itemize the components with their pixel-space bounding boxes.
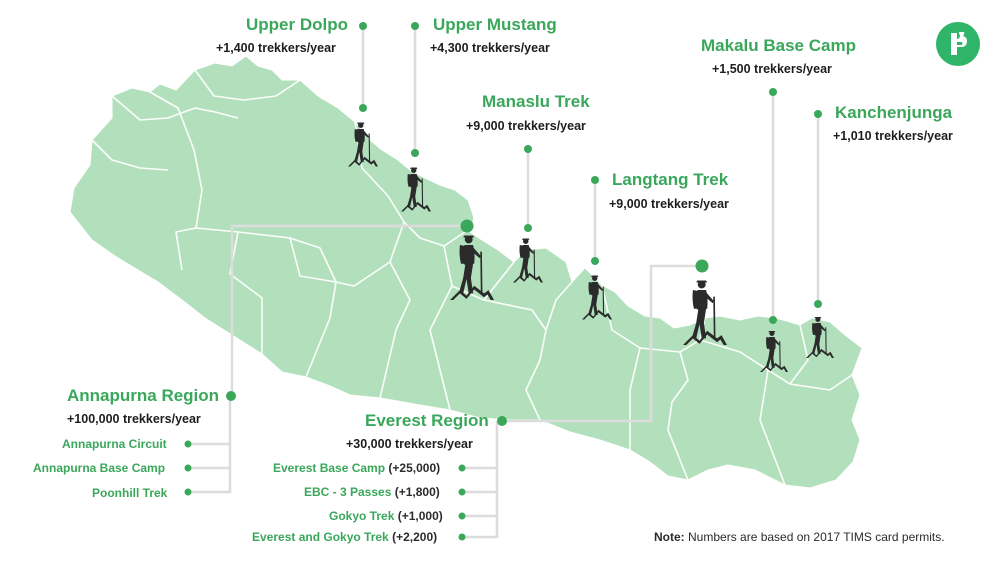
marker-annapurna-base-camp (184, 464, 192, 472)
marker-kanchenjunga (814, 300, 822, 308)
marker-ebc-3-passes (458, 488, 466, 496)
upper-dolpo-title: Upper Dolpo (246, 15, 348, 34)
makalu-count: +1,500 trekkers/year (712, 62, 832, 76)
marker-kanchenjunga-top (814, 110, 822, 118)
marker-upper-mustang-top (411, 22, 419, 30)
marker-gokyo (458, 512, 466, 520)
marker-poonhill (184, 488, 192, 496)
marker-everest-base-camp (458, 464, 466, 472)
marker-makalu-top (769, 88, 777, 96)
marker-upper-dolpo (359, 104, 367, 112)
makalu-title: Makalu Base Camp (701, 36, 856, 55)
manaslu-title: Manaslu Trek (482, 92, 590, 111)
langtang-title: Langtang Trek (612, 170, 729, 189)
everest-route-3-passes-name: EBC - 3 Passes (304, 485, 392, 499)
everest-route-base-camp-name: Everest Base Camp (273, 461, 386, 475)
everest-region-title: Everest Region (365, 411, 489, 430)
marker-upper-mustang (411, 149, 419, 157)
everest-route-everest-gokyo-name: Everest and Gokyo Trek (252, 530, 389, 544)
everest-route-gokyo-name: Gokyo Trek (329, 509, 395, 523)
marker-annapurna (460, 219, 474, 233)
everest-route-gokyo-count: (+1,000) (397, 509, 443, 523)
marker-manaslu (524, 224, 532, 232)
footnote-text: Numbers are based on 2017 TIMS card perm… (688, 530, 945, 544)
footnote: Note: Numbers are based on 2017 TIMS car… (654, 530, 945, 544)
everest-route-base-camp-count: (+25,000) (388, 461, 441, 475)
leader-lines (188, 27, 820, 539)
upper-mustang-title: Upper Mustang (433, 15, 557, 34)
everest-route-base-camp: Everest Base Camp (+25,000) (273, 461, 440, 475)
upper-mustang-count: +4,300 trekkers/year (430, 41, 550, 55)
kanchenjunga-title: Kanchenjunga (835, 103, 953, 122)
upper-dolpo-count: +1,400 trekkers/year (216, 41, 336, 55)
annapurna-route-base-camp: Annapurna Base Camp (33, 461, 166, 475)
everest-region-count: +30,000 trekkers/year (346, 437, 473, 451)
kanchenjunga-count: +1,010 trekkers/year (833, 129, 953, 143)
everest-route-everest-gokyo-count: (+2,200) (392, 530, 438, 544)
everest-route-3-passes-count: (+1,800) (394, 485, 440, 499)
marker-upper-dolpo-top (359, 22, 367, 30)
everest-route-everest-gokyo: Everest and Gokyo Trek (+2,200) (252, 530, 437, 544)
annapurna-region-title: Annapurna Region (67, 386, 220, 405)
manaslu-count: +9,000 trekkers/year (466, 119, 586, 133)
brand-logo-icon (936, 22, 980, 66)
annapurna-route-circuit: Annapurna Circuit (62, 437, 167, 451)
marker-langtang-top (591, 176, 599, 184)
marker-everest-label (497, 416, 507, 426)
annapurna-region-count: +100,000 trekkers/year (67, 412, 201, 426)
marker-manaslu-top (524, 145, 532, 153)
marker-makalu (769, 316, 777, 324)
marker-langtang (591, 257, 599, 265)
langtang-count: +9,000 trekkers/year (609, 197, 729, 211)
marker-everest-gokyo (458, 533, 466, 541)
everest-route-3-passes: EBC - 3 Passes (+1,800) (304, 485, 440, 499)
location-markers (184, 22, 822, 541)
everest-route-gokyo: Gokyo Trek (+1,000) (329, 509, 443, 523)
marker-annapurna-circuit (184, 440, 192, 448)
marker-everest (695, 259, 709, 273)
footnote-label: Note: (654, 530, 685, 544)
annapurna-route-poonhill: Poonhill Trek (92, 486, 168, 500)
marker-annapurna-label (226, 391, 236, 401)
